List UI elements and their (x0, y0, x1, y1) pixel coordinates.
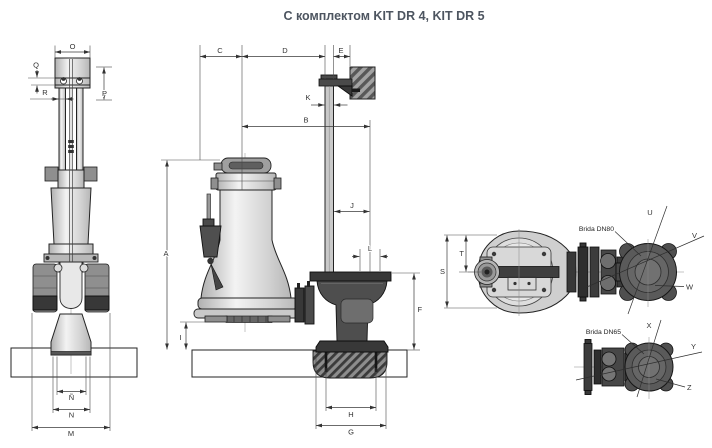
volute (197, 297, 299, 310)
pump-side (193, 153, 315, 332)
top-view-callouts: U V W Brida DN80 (578, 205, 705, 315)
discharge-pipe-kit (318, 74, 360, 289)
wall-block (349, 66, 376, 100)
front-view-dimensions: O Q R P Ñ N M (28, 41, 112, 439)
dim-label-i: I (179, 333, 181, 342)
dim-label-a: A (163, 249, 168, 258)
discharge-cone (50, 313, 92, 356)
dim-label-t: T (459, 249, 464, 258)
pump-side-view-with-kit: C D E K B A J L I F (161, 45, 424, 438)
dim-label-g: G (348, 428, 354, 437)
callout-label-u: U (647, 208, 652, 217)
callout-label-z: Z (687, 383, 692, 392)
callout-label-y: Y (691, 342, 696, 351)
dim-label-j: J (350, 201, 354, 210)
pump-top-view: U V W Brida DN80 S T (439, 205, 705, 316)
dim-label-n: N (69, 411, 74, 420)
wall-bracket (318, 78, 353, 87)
foundation-hatch (312, 350, 388, 379)
dim-label-n-tilde: Ñ (69, 393, 74, 402)
dim-label-o: O (70, 42, 76, 51)
flange-dn65-label: Brida DN65 (586, 329, 621, 336)
valve-stack (566, 242, 625, 302)
top-view-dimensions: S T (439, 234, 497, 309)
dim-label-d: D (282, 46, 288, 55)
dim-label-s: S (440, 267, 445, 276)
dim-label-b: B (303, 116, 308, 125)
dim-label-m: M (68, 429, 74, 438)
dn80-flange (615, 239, 677, 307)
dim-label-p: P (102, 89, 107, 98)
cable-gland-hub (474, 256, 500, 288)
callout-label-w: W (686, 283, 694, 292)
flange-dn80-label: Brida DN80 (579, 226, 614, 233)
pump-front-view: O Q R P Ñ N M (10, 41, 138, 439)
strainer (225, 315, 273, 323)
flange-dn65-view: X Y Z Brida DN65 (574, 319, 703, 399)
dim-label-h: H (348, 410, 353, 419)
dim-label-e: E (338, 46, 343, 55)
dn65-callouts: X Y Z Brida DN65 (575, 319, 703, 398)
callout-label-v: V (692, 231, 697, 240)
dim-label-k: K (305, 93, 310, 102)
pump-body-front (32, 166, 110, 356)
drawing-title: С комплектом KIT DR 4, KIT DR 5 (283, 9, 484, 23)
dim-label-l: L (368, 244, 372, 253)
callout-label-x: X (646, 321, 651, 330)
dn65-flange (624, 337, 674, 399)
dim-label-f: F (418, 305, 423, 314)
dim-label-c: C (217, 46, 223, 55)
float-switch (199, 193, 224, 291)
dim-label-q: Q (33, 61, 39, 70)
discharge-flange (294, 287, 305, 323)
coupling-foot (309, 271, 392, 353)
lifting-chain (68, 59, 74, 262)
side-view-dimensions: C D E K B A J L I F (161, 45, 424, 438)
dim-label-r: R (42, 88, 48, 97)
